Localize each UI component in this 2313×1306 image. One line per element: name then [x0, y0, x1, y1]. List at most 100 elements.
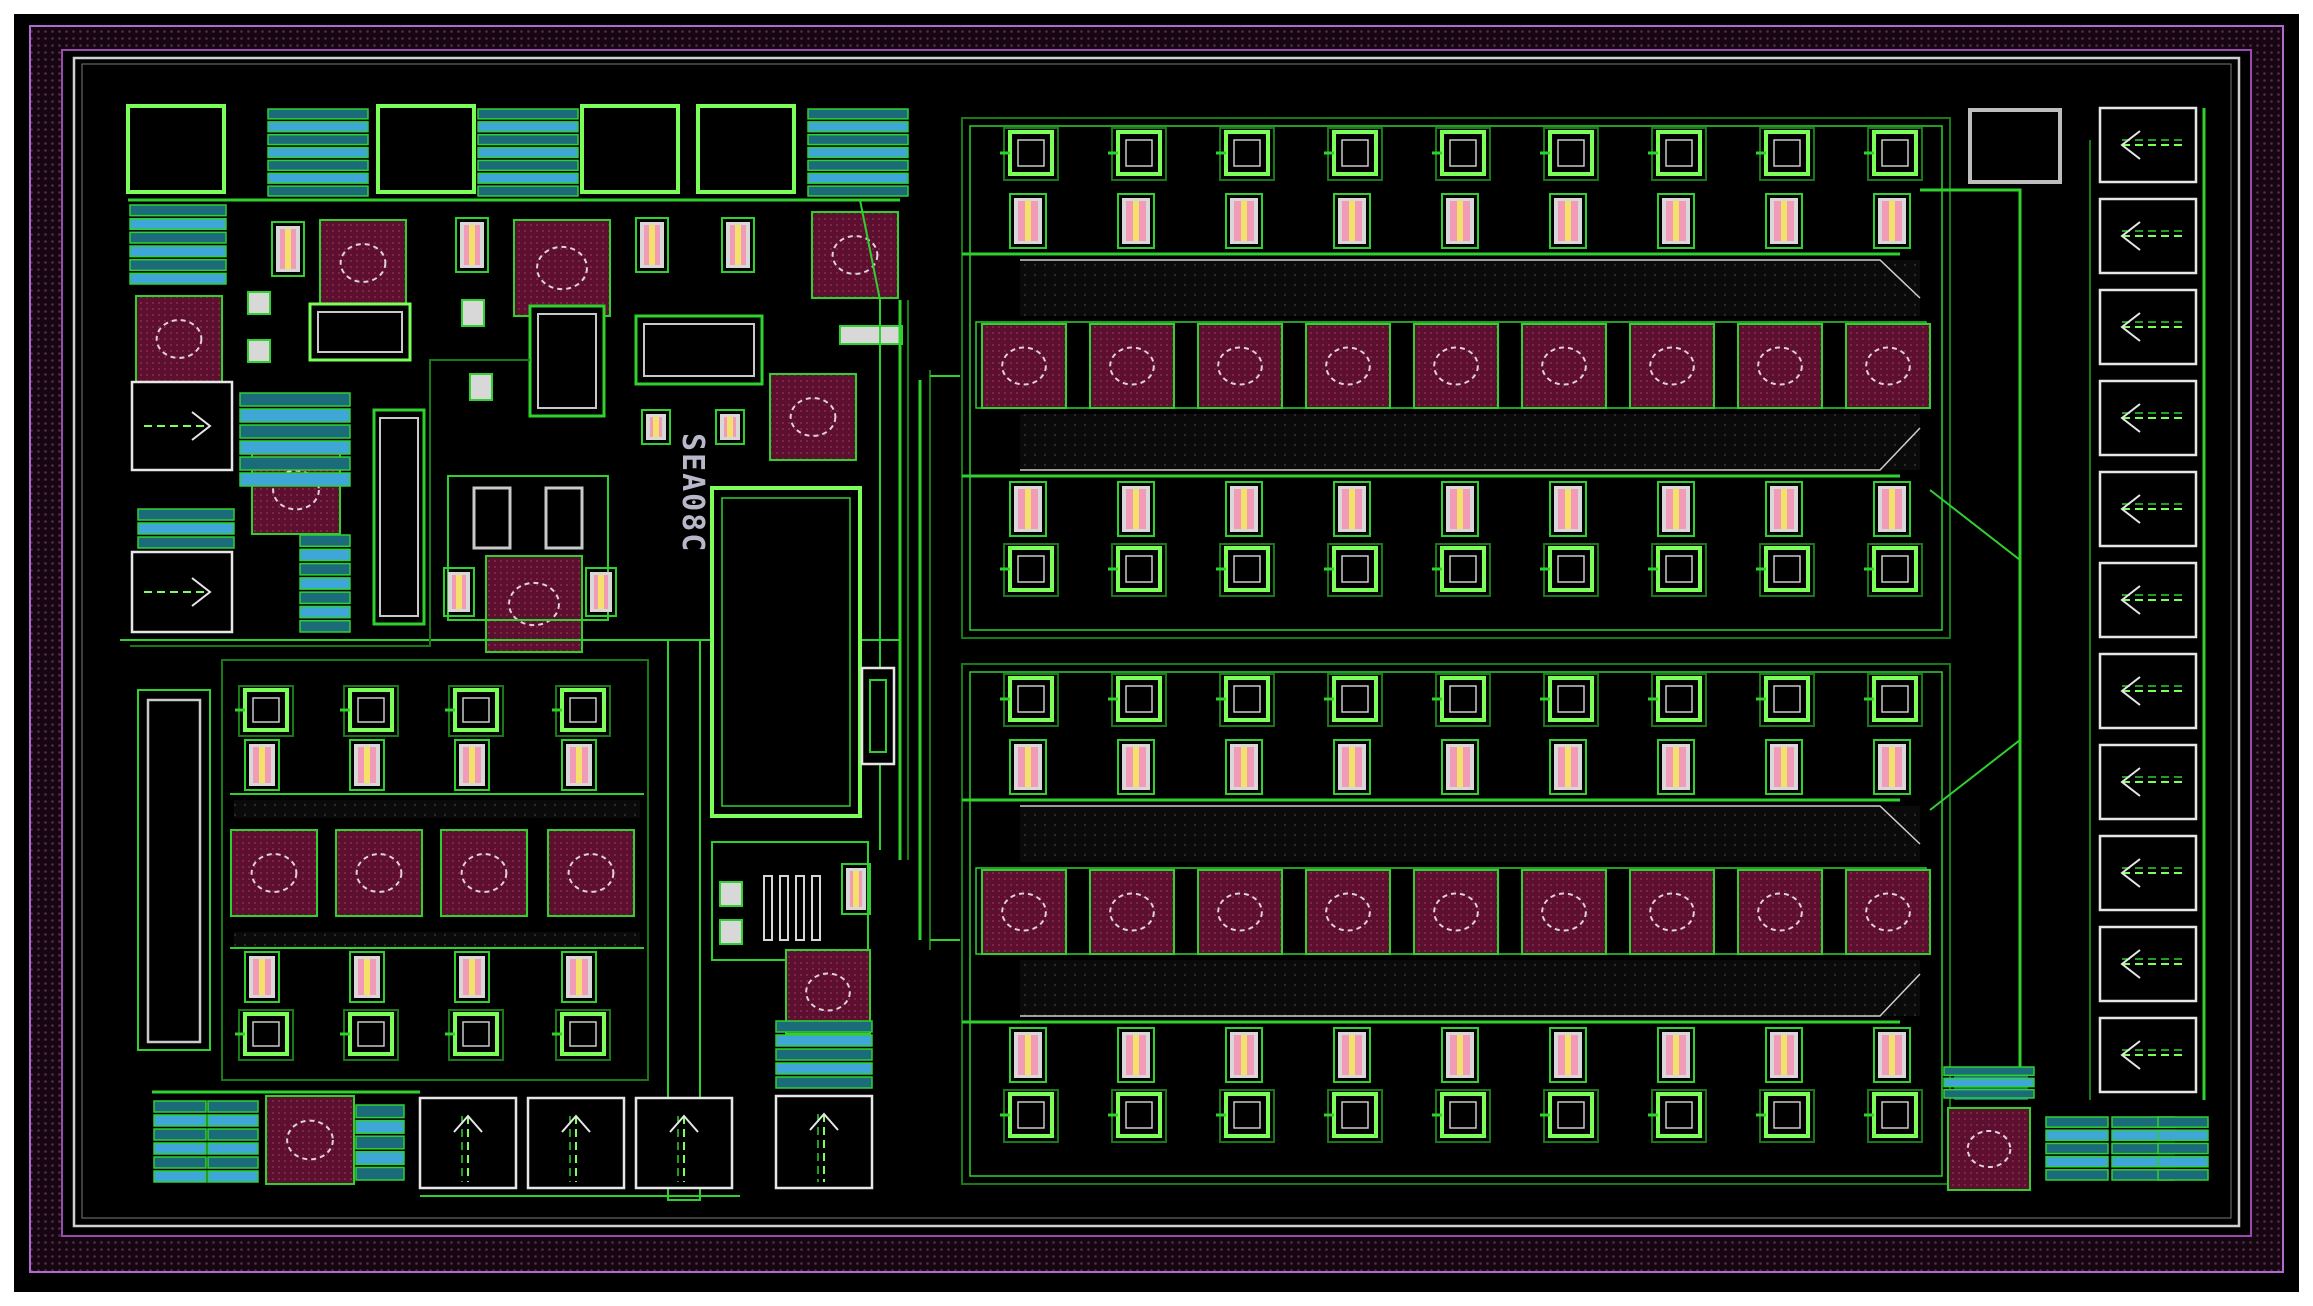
- field-edge: [1020, 973, 1921, 1017]
- corner-cell: [1968, 108, 2062, 184]
- pad-square: [1521, 323, 1607, 409]
- bond-pad: [1521, 323, 1607, 409]
- contact-yellow: [649, 225, 655, 265]
- stripe: [355, 1104, 405, 1119]
- contact-yellow: [1889, 747, 1895, 787]
- via-small: [839, 325, 903, 345]
- field-region: [234, 800, 640, 818]
- contact-yellow: [1565, 747, 1571, 787]
- amp-cell: [472, 486, 512, 550]
- resistor-contact: [1441, 1027, 1479, 1083]
- pad-square: [1629, 323, 1715, 409]
- via-small: [247, 291, 271, 315]
- bond-pad: [1413, 323, 1499, 409]
- contact-yellow: [285, 229, 291, 269]
- contact-yellow: [1889, 201, 1895, 241]
- contact-yellow: [259, 959, 265, 995]
- transistor-cell: [552, 685, 611, 737]
- resistor-contact: [1873, 1027, 1911, 1083]
- contact-yellow: [1349, 747, 1355, 787]
- stripe: [807, 133, 909, 146]
- io-arrow-head: [191, 577, 212, 607]
- stripe: [2157, 1129, 2209, 1142]
- pad-square: [1947, 1107, 2031, 1191]
- top-cell: [580, 104, 680, 194]
- resistor-contact: [1117, 739, 1155, 795]
- contact-outline: [455, 217, 489, 273]
- resistor-contact: [1117, 193, 1155, 249]
- contact-yellow: [653, 417, 659, 437]
- resistor-contact: [244, 739, 280, 791]
- stripe: [477, 133, 579, 146]
- transistor-cell: [1864, 543, 1923, 597]
- cap-block: [137, 508, 235, 549]
- resistor-contact: [1441, 739, 1479, 795]
- contact-outline: [1441, 193, 1479, 249]
- bond-pad: [230, 829, 318, 917]
- bond-pad: [335, 829, 423, 917]
- array-block-frame: [961, 117, 1951, 639]
- stripe: [239, 392, 351, 407]
- transistor-cell: [1756, 127, 1815, 181]
- device-active: [1449, 139, 1477, 167]
- resistor-contact: [585, 567, 617, 617]
- stripe: [299, 548, 351, 562]
- bond-pad: [1305, 869, 1391, 955]
- io-cell-bottom: [526, 1096, 626, 1190]
- resistor-contact: [635, 217, 669, 273]
- contact-outline: [841, 863, 871, 915]
- io-arrow-head: [2120, 1040, 2141, 1070]
- bond-pad: [265, 1095, 355, 1185]
- pad-circle: [1325, 346, 1371, 386]
- contact-outline: [585, 567, 617, 617]
- stripe: [355, 1135, 405, 1150]
- device-active: [462, 697, 490, 723]
- stripe: [207, 1128, 259, 1141]
- field-edge: [1020, 259, 1921, 299]
- resistor-contact: [1549, 739, 1587, 795]
- pad-square: [1737, 869, 1823, 955]
- bottom-io-row: [152, 1090, 740, 1197]
- transistor-cell: [1324, 127, 1383, 181]
- stripe: [207, 1156, 259, 1169]
- stripe: [477, 146, 579, 159]
- io-cell-right: [2098, 197, 2198, 275]
- resistor-contact: [1333, 481, 1371, 537]
- pad-square: [1737, 323, 1823, 409]
- contact-yellow: [1565, 489, 1571, 529]
- contact-yellow: [1673, 747, 1679, 787]
- stripe: [807, 185, 909, 197]
- device-active: [1881, 139, 1909, 167]
- io-arrow-head: [2120, 767, 2141, 797]
- stripe: [299, 534, 351, 548]
- pad-circle: [355, 853, 403, 893]
- bond-pad: [785, 949, 871, 1035]
- contact-outline: [1009, 481, 1047, 537]
- main-transistor-array: [918, 117, 2035, 1185]
- transistor-cell: [1324, 543, 1383, 597]
- cap-block: [2045, 1116, 2109, 1181]
- pad-square: [440, 829, 528, 917]
- resistor-column-inner: [146, 698, 202, 1044]
- transistor-cell: [1648, 543, 1707, 597]
- stripe: [299, 591, 351, 605]
- transistor-cell: [235, 685, 294, 737]
- left-circuit-block: [120, 104, 909, 860]
- large-capacitor: [710, 486, 862, 818]
- contact-yellow: [1133, 489, 1139, 529]
- resistor-contact: [454, 739, 490, 791]
- bond-pad: [981, 323, 1067, 409]
- contact-outline: [561, 951, 597, 1003]
- cap-block: [807, 108, 909, 197]
- mos-block-inner: [643, 323, 755, 377]
- via-small: [247, 339, 271, 363]
- bond-pad: [319, 219, 407, 307]
- transistor-cell: [1108, 543, 1167, 597]
- transistor-cell: [445, 685, 504, 737]
- stripe: [153, 1170, 207, 1183]
- contact-outline: [1009, 1027, 1047, 1083]
- stripe: [807, 108, 909, 120]
- device-active: [357, 1021, 385, 1047]
- pad-circle: [1001, 346, 1047, 386]
- contact-yellow: [1889, 1035, 1895, 1075]
